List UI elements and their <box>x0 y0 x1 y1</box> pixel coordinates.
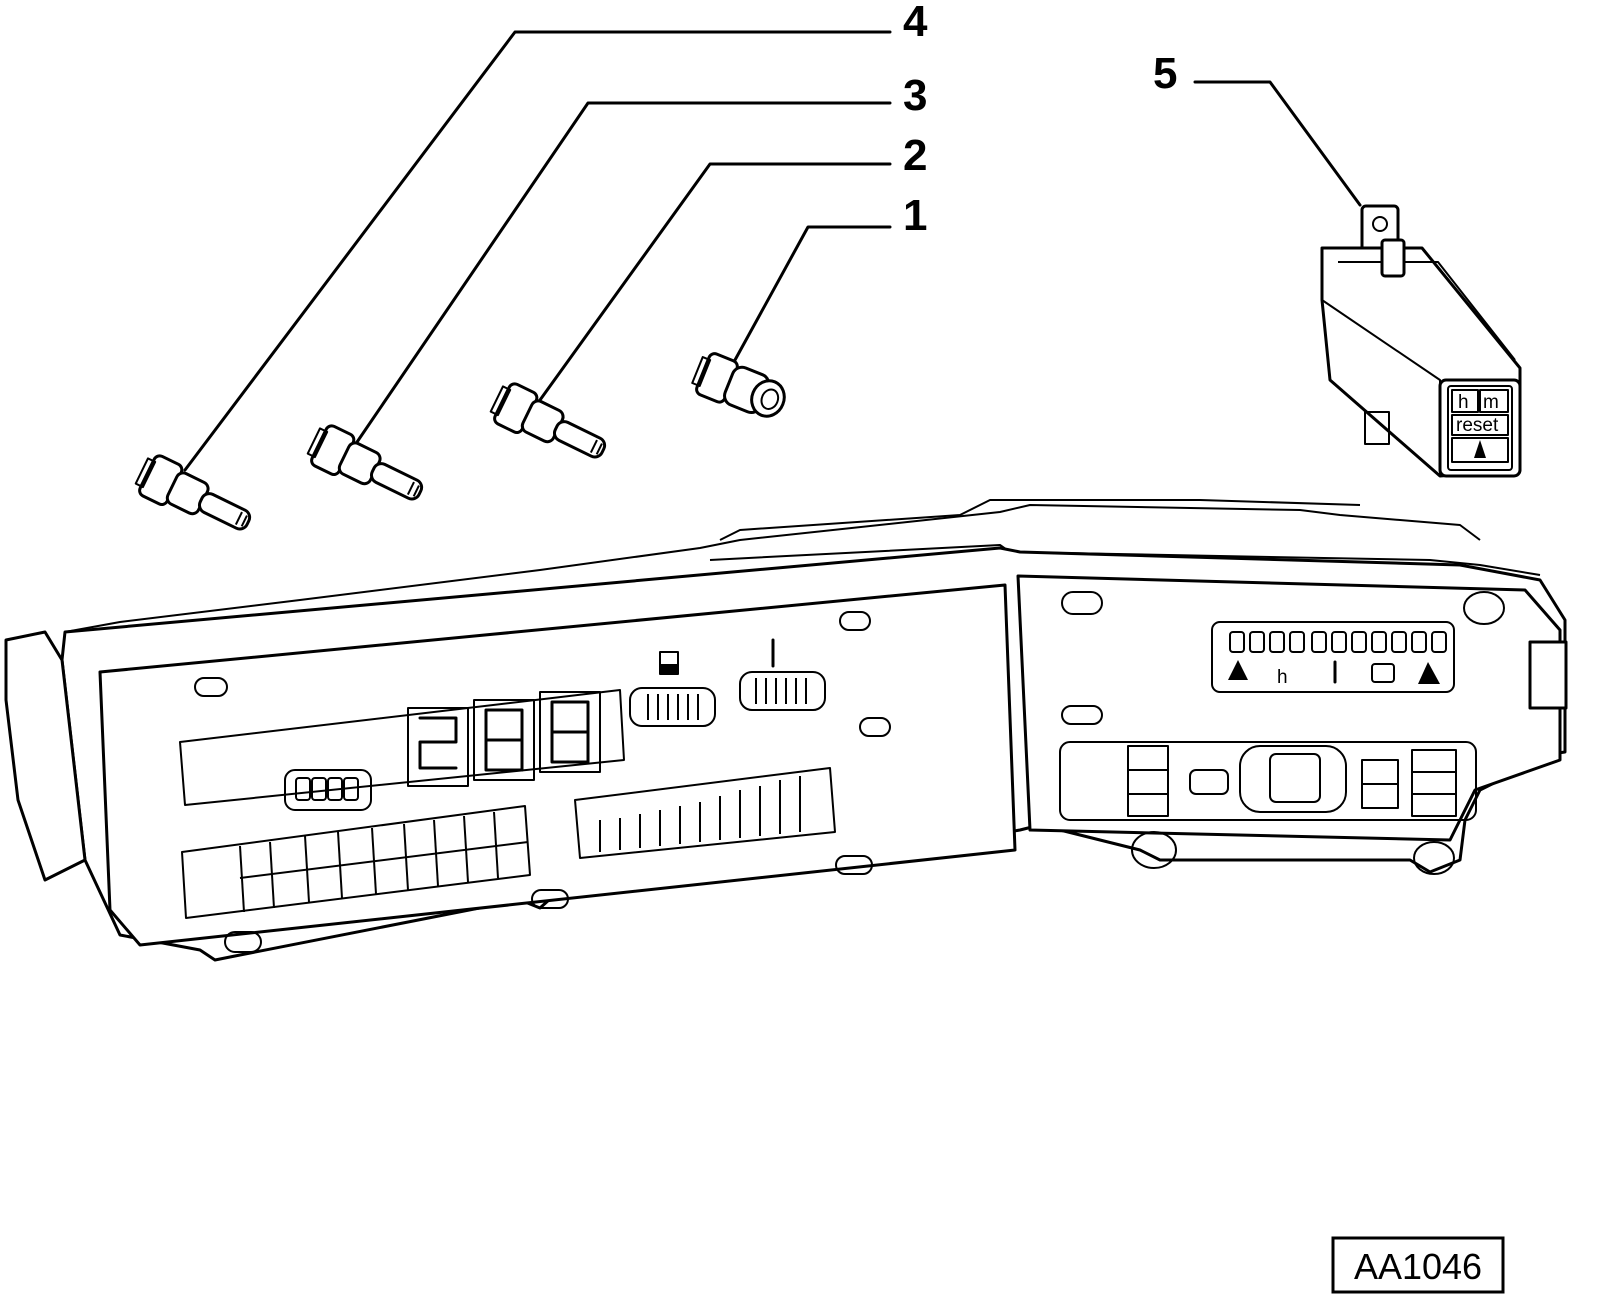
side-connector <box>1528 640 1568 710</box>
bulb-holder-2 <box>489 382 607 459</box>
leader-line-3 <box>353 101 892 447</box>
bulb-holder-3 <box>306 424 424 501</box>
hour-button-label: h <box>1458 392 1469 413</box>
reference-code: AA1046 <box>1354 1246 1482 1287</box>
callout-4: 4 <box>903 0 928 46</box>
leader-line-4 <box>183 30 892 472</box>
bulb-holder-1 <box>691 352 786 418</box>
leader-line-2 <box>538 162 892 402</box>
reset-button <box>1451 414 1509 436</box>
right-lcd-display <box>1211 621 1455 693</box>
callout-5: 5 <box>1153 49 1177 98</box>
callout-3: 3 <box>903 71 927 120</box>
temp-gauge-window <box>739 671 826 711</box>
right-lower-window <box>1059 741 1477 821</box>
leader-lines <box>183 30 1362 472</box>
bargraph-window <box>574 767 836 859</box>
reference-box: AA1046 <box>1331 1236 1505 1294</box>
large-digit-display <box>407 691 601 787</box>
minute-button-label: m <box>1483 392 1499 413</box>
lcd-hours-symbol: h <box>1277 667 1288 688</box>
fuel-gauge-window <box>629 687 716 727</box>
callout-2: 2 <box>903 131 927 180</box>
fuel-icon <box>1474 440 1486 458</box>
warning-lamp-grid <box>239 811 529 913</box>
lcd-fuel-icon-left <box>1228 660 1248 680</box>
leader-line-1 <box>733 225 892 362</box>
lcd-fuel-can-icon <box>1371 663 1395 683</box>
fuel-button <box>1451 437 1509 463</box>
reset-button-label: reset <box>1456 415 1499 436</box>
minute-button <box>1479 389 1509 413</box>
instrument-panel: h <box>4 499 1568 962</box>
lcd-fuel-icon-right <box>1418 662 1440 684</box>
hour-button <box>1451 389 1479 413</box>
small-lcd <box>295 777 359 801</box>
callout-1: 1 <box>903 191 927 240</box>
bulb-holder-4 <box>134 454 252 531</box>
leader-line-5 <box>1193 80 1362 207</box>
trip-module-5: h m reset <box>1320 204 1522 478</box>
